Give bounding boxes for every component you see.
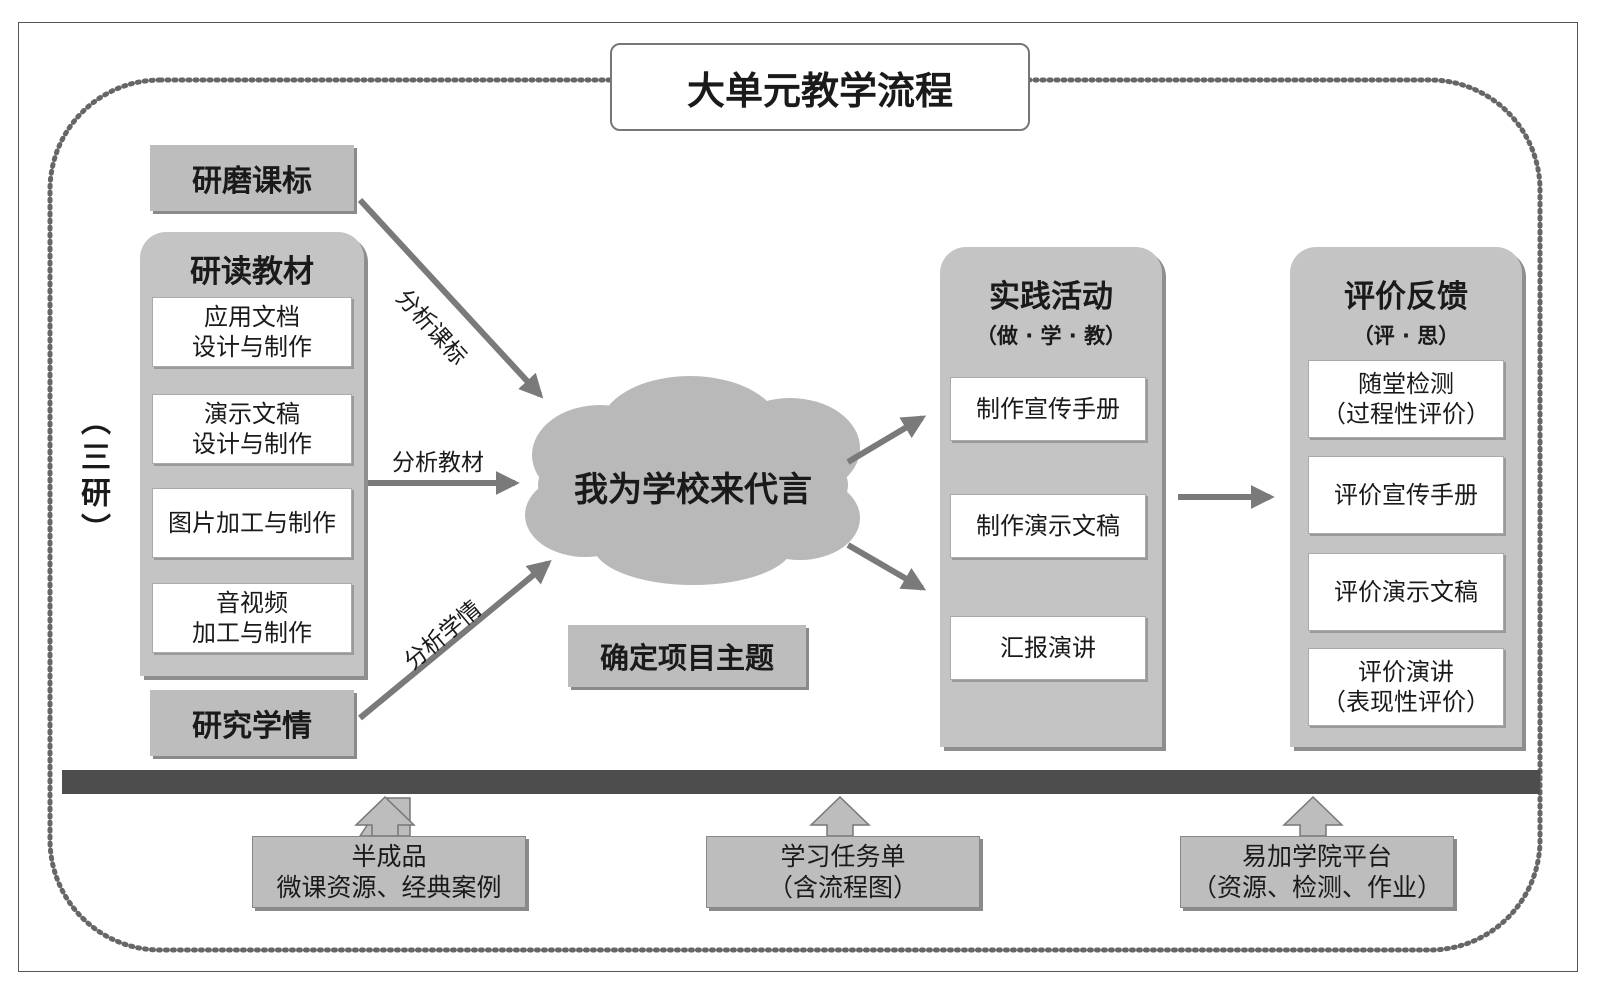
- evaluation-item-brochure-line1: 评价宣传手册: [1334, 481, 1478, 509]
- panel-evaluation-subtitle: （评 · 思）: [1352, 324, 1460, 348]
- practice-step-slides-label: 制作演示文稿: [976, 512, 1120, 540]
- evaluation-item-speech-line2: （表现性评价）: [1322, 688, 1490, 716]
- outer-frame: [18, 22, 1578, 972]
- textbook-item-image-line1: 图片加工与制作: [168, 509, 336, 537]
- label-analyze-textbook: 分析教材: [392, 450, 484, 476]
- practice-step-brochure: 制作宣传手册: [950, 377, 1146, 441]
- arrow-curriculum: [357, 197, 544, 399]
- box-confirm-topic: 确定项目主题: [568, 625, 806, 687]
- textbook-item-slides-line2: 设计与制作: [192, 430, 312, 458]
- textbook-item-doc: 应用文档 设计与制作: [152, 297, 352, 367]
- arrow-students: [358, 559, 552, 721]
- support-box-platform: 易加学院平台 （资源、检测、作业）: [1180, 836, 1454, 908]
- textbook-item-av-line2: 加工与制作: [192, 619, 312, 647]
- project-theme-cloud: 我为学校来代言: [574, 470, 812, 510]
- box-student-study: 研究学情: [150, 690, 354, 756]
- evaluation-item-speech-line1: 评价演讲: [1358, 658, 1454, 686]
- evaluation-item-quiz-line1: 随堂检测: [1358, 370, 1454, 398]
- textbook-item-slides: 演示文稿 设计与制作: [152, 394, 352, 464]
- support-platform-line2: （资源、检测、作业）: [1191, 873, 1442, 902]
- textbook-item-slides-line1: 演示文稿: [204, 400, 300, 428]
- cloud-shape: [525, 376, 860, 585]
- evaluation-item-brochure: 评价宣传手册: [1308, 456, 1504, 534]
- support-box-tasksheet: 学习任务单 （含流程图）: [706, 836, 980, 908]
- panel-practice-title: 实践活动: [989, 279, 1113, 315]
- support-materials-line2: 微课资源、经典案例: [276, 873, 502, 902]
- arrow-cloud-practice-down: [846, 542, 927, 591]
- practice-step-speech-label: 汇报演讲: [1000, 634, 1096, 662]
- three-research-label: （三研）: [75, 405, 110, 549]
- evaluation-item-quiz: 随堂检测 （过程性评价）: [1308, 360, 1504, 438]
- panel-practice-subtitle: （做 · 学 · 教）: [975, 324, 1127, 348]
- support-box-materials: 半成品 微课资源、经典案例: [252, 836, 526, 908]
- panel-evaluation-title: 评价反馈: [1344, 279, 1468, 315]
- box-curriculum-study: 研磨课标: [150, 145, 354, 211]
- practice-step-brochure-label: 制作宣传手册: [976, 395, 1120, 423]
- evaluation-item-speech: 评价演讲 （表现性评价）: [1308, 648, 1504, 726]
- support-arrows: [354, 795, 1344, 837]
- textbook-item-av-line1: 音视频: [216, 589, 288, 617]
- arrow-cloud-practice-up: [846, 415, 927, 465]
- support-platform-line1: 易加学院平台: [1241, 842, 1392, 871]
- textbook-item-doc-line1: 应用文档: [204, 303, 300, 331]
- textbook-item-image: 图片加工与制作: [152, 488, 352, 558]
- textbook-item-av: 音视频 加工与制作: [152, 583, 352, 653]
- support-tasksheet-line1: 学习任务单: [780, 842, 906, 871]
- evaluation-item-slides-line1: 评价演示文稿: [1334, 578, 1478, 606]
- panel-textbook-title: 研读教材: [190, 254, 314, 290]
- support-bar: [62, 770, 1540, 794]
- practice-step-speech: 汇报演讲: [950, 616, 1146, 680]
- support-materials-line1: 半成品: [351, 842, 427, 871]
- practice-step-slides: 制作演示文稿: [950, 494, 1146, 558]
- evaluation-item-slides: 评价演示文稿: [1308, 553, 1504, 631]
- diagram-title: 大单元教学流程: [610, 43, 1030, 131]
- evaluation-item-quiz-line2: （过程性评价）: [1322, 400, 1490, 428]
- support-tasksheet-line2: （含流程图）: [767, 873, 918, 902]
- textbook-item-doc-line2: 设计与制作: [192, 333, 312, 361]
